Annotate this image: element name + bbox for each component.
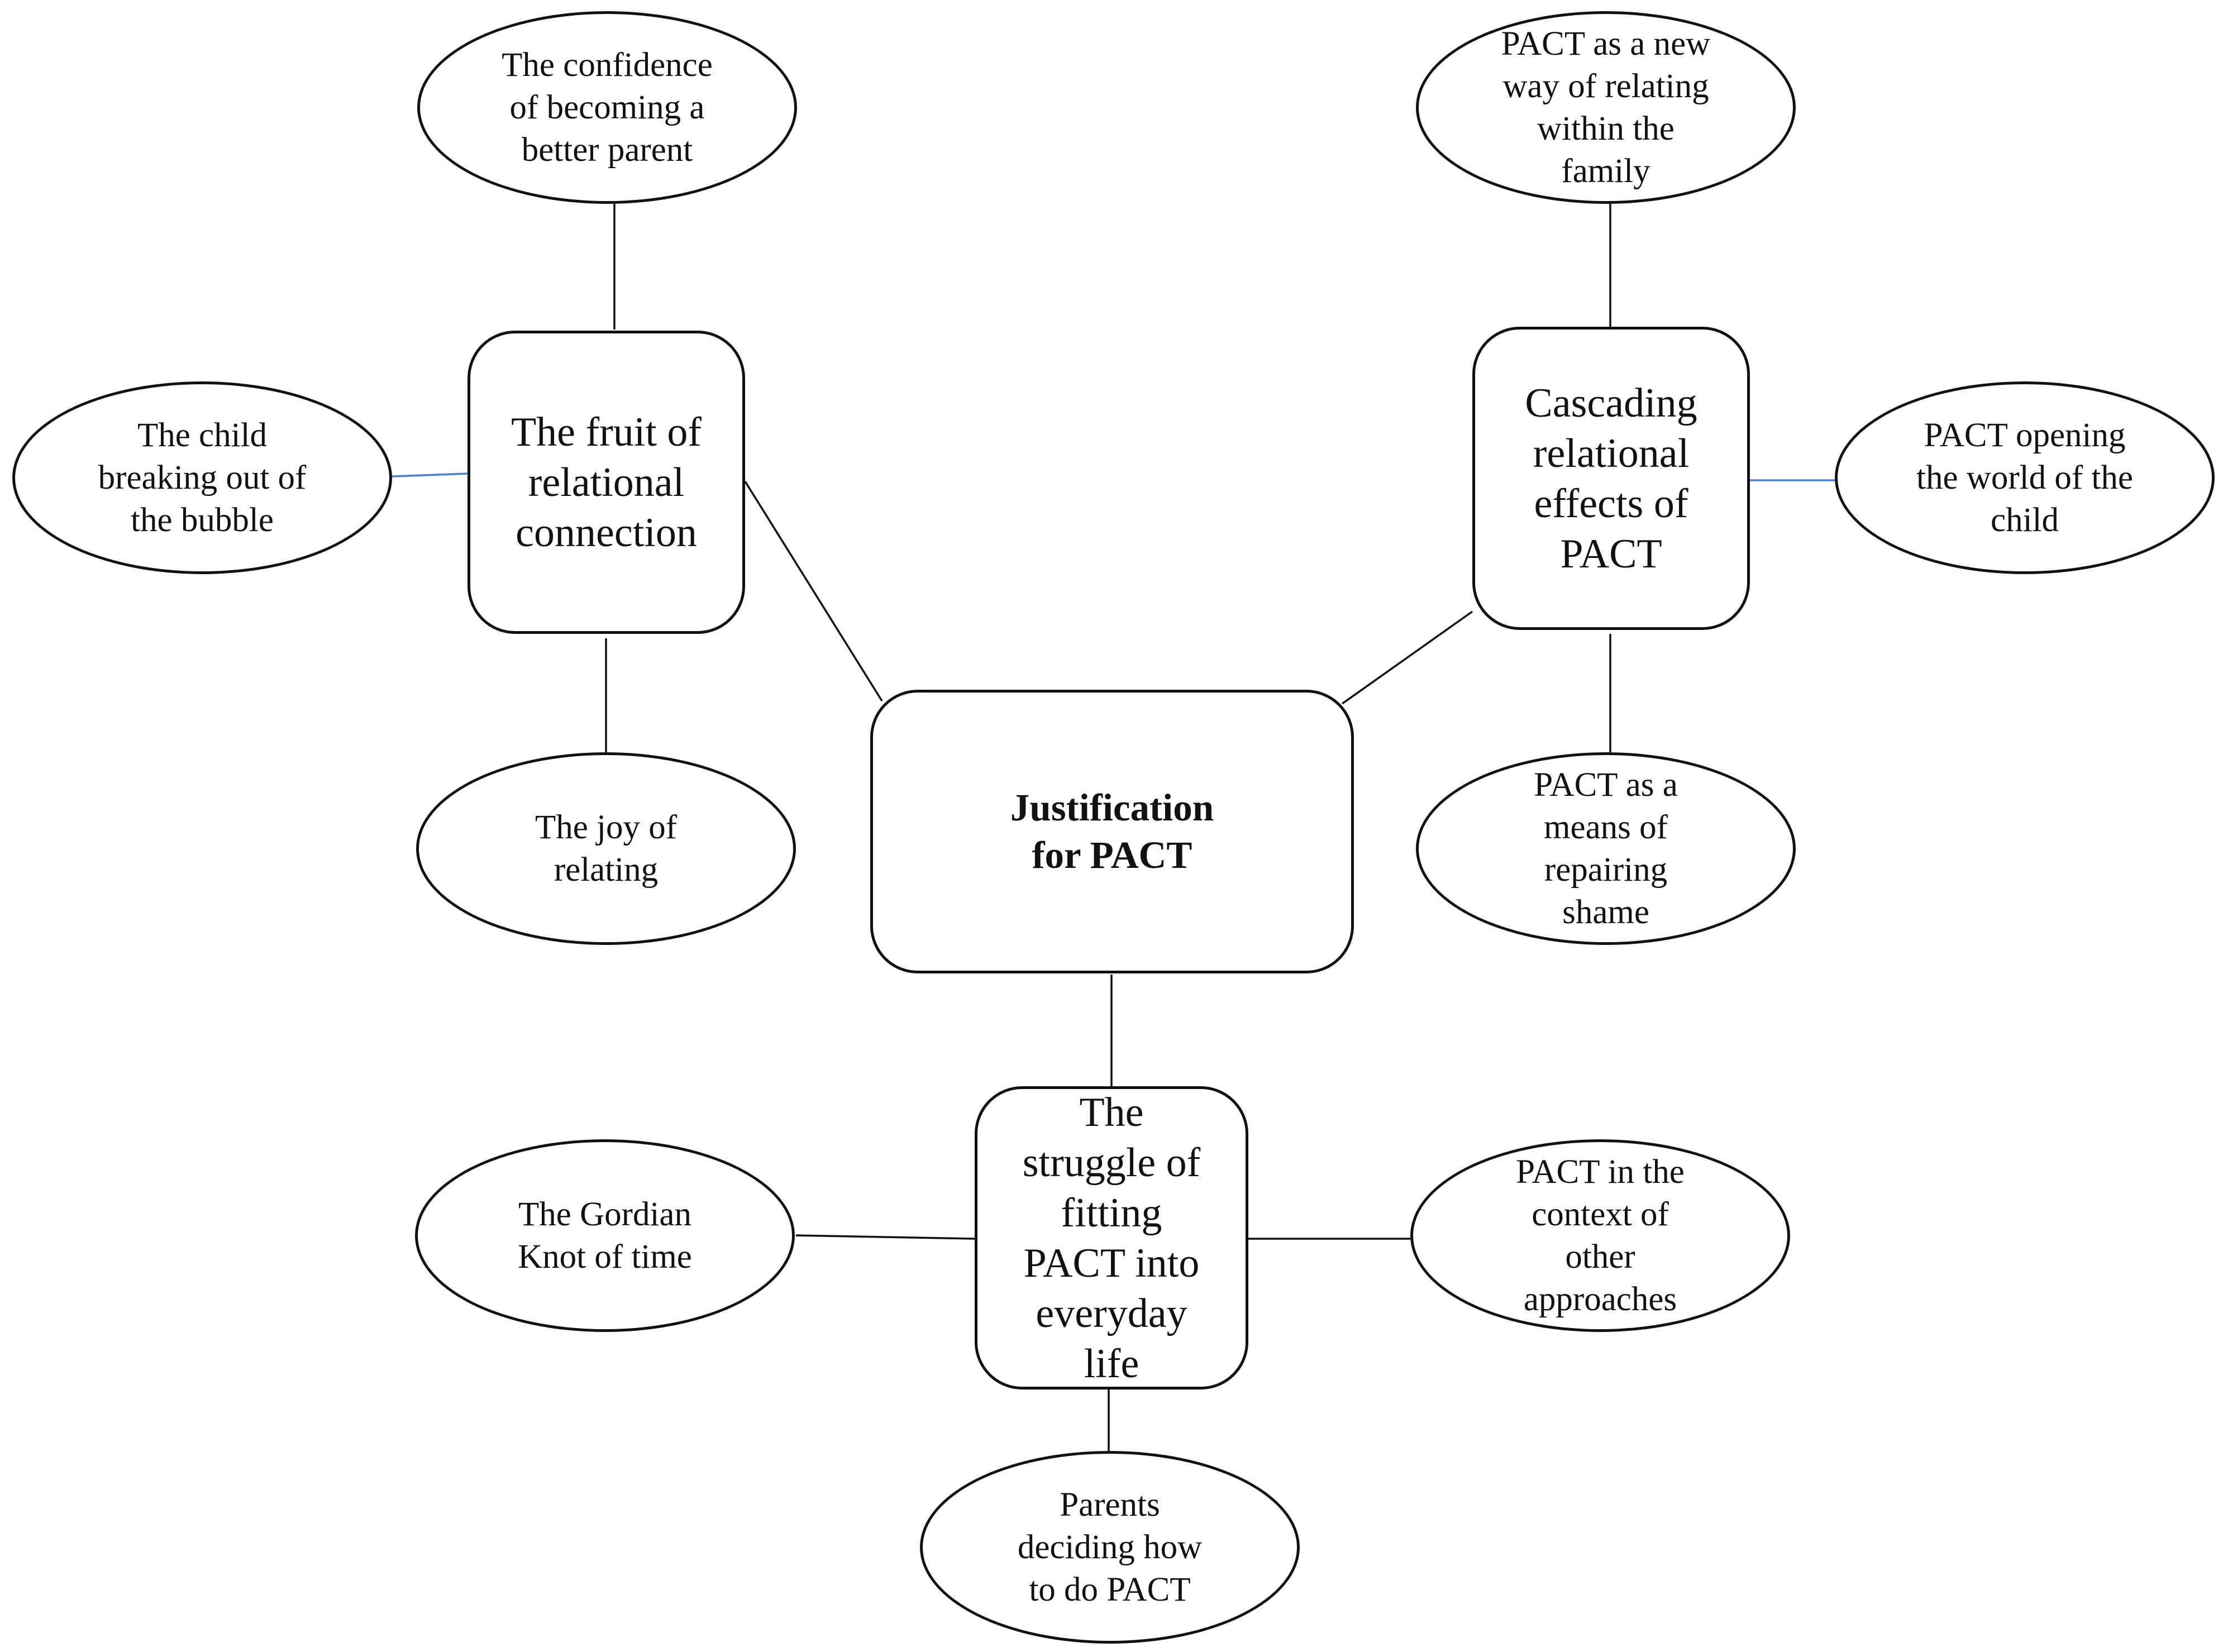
subtheme-new-way: PACT as a new way of relating within the… xyxy=(1416,11,1796,204)
subtheme-confidence-label: The confidence of becoming a better pare… xyxy=(502,46,713,169)
theme-node-cascading: Cascading relational effects of PACT xyxy=(1472,327,1750,630)
subtheme-shame: PACT as a means of repairing shame xyxy=(1416,752,1796,945)
theme-node-struggle-label: The struggle of fitting PACT into everyd… xyxy=(1022,1089,1201,1387)
edge-fruit-child-bubble xyxy=(392,472,468,478)
subtheme-joy-label: The joy of relating xyxy=(535,808,678,889)
subtheme-other-approaches-label: PACT in the context of other approaches xyxy=(1516,1153,1685,1318)
theme-node-fruit: The fruit of relational connection xyxy=(468,331,745,634)
subtheme-shame-label: PACT as a means of repairing shame xyxy=(1534,766,1678,931)
subtheme-parents-deciding: Parents deciding how to do PACT xyxy=(920,1451,1300,1644)
subtheme-opening-world-label: PACT opening the world of the child xyxy=(1916,416,2133,539)
theme-node-cascading-label: Cascading relational effects of PACT xyxy=(1525,380,1697,577)
theme-node-fruit-label: The fruit of relational connection xyxy=(511,409,702,556)
subtheme-confidence: The confidence of becoming a better pare… xyxy=(417,11,797,204)
subtheme-parents-deciding-label: Parents deciding how to do PACT xyxy=(1017,1486,1203,1608)
edge-struggle-gordian xyxy=(795,1234,975,1240)
subtheme-new-way-label: PACT as a new way of relating within the… xyxy=(1501,25,1711,190)
edge-central-cascading xyxy=(1341,610,1473,705)
subtheme-joy: The joy of relating xyxy=(416,752,796,945)
subtheme-gordian: The Gordian Knot of time xyxy=(415,1139,795,1332)
subtheme-opening-world: PACT opening the world of the child xyxy=(1835,381,2215,574)
central-node-label: Justification for PACT xyxy=(1010,786,1214,876)
subtheme-child-bubble-label: The child breaking out of the bubble xyxy=(98,416,307,539)
edge-central-fruit xyxy=(744,481,883,701)
subtheme-other-approaches: PACT in the context of other approaches xyxy=(1410,1139,1790,1332)
theme-node-struggle: The struggle of fitting PACT into everyd… xyxy=(975,1086,1248,1390)
central-node: Justification for PACT xyxy=(870,690,1354,973)
subtheme-child-bubble: The child breaking out of the bubble xyxy=(12,381,392,574)
subtheme-gordian-label: The Gordian Knot of time xyxy=(518,1195,692,1276)
